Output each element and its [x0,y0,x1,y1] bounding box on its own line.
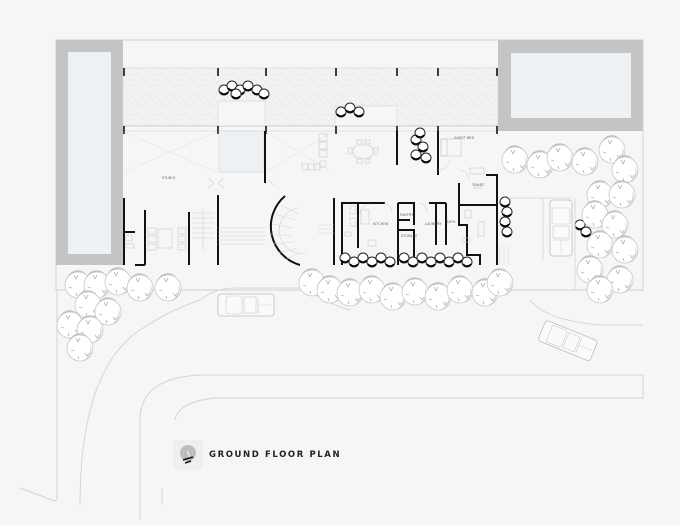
room-label-pantry: PANTRY [400,213,414,217]
straight-stair [192,210,265,250]
room-label-kitchen: KITCHEN [373,222,389,226]
side-driveway [508,197,576,290]
driveway-car [217,293,275,317]
room-label-studio: STUDIO [162,176,176,180]
drawing-title: GROUND FLOOR PLAN [209,450,342,460]
drawing-title-block: GROUND FLOOR PLAN [173,440,341,470]
room-label-bath: BATH [446,220,456,224]
left-lap-pool [56,40,123,265]
furniture [125,133,485,251]
doors [207,159,470,215]
courtyard-car [549,199,573,257]
north-arrow-icon [180,445,196,464]
street-car [537,319,599,362]
studio-void [123,131,333,173]
courtyard-skylight [218,130,265,173]
spiral-stair [269,195,334,266]
room-label-toilet: TOILET [472,183,485,187]
paved-terrace [122,67,499,132]
walls [123,131,498,266]
north-arrow-badge [173,440,203,470]
room-label-laundry: LAUNDRY [425,222,442,226]
room-label-guest-bed: GUEST BED [454,136,475,140]
entry-steps [499,245,509,265]
room-label-storage: STORAGE [401,234,418,238]
top-right-pool [498,40,643,131]
